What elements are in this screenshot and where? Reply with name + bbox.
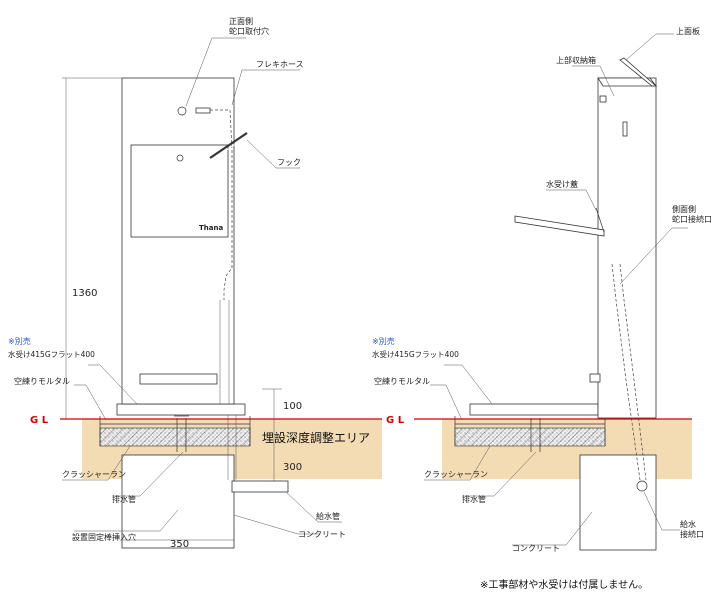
label-gl-right: G L [386, 415, 405, 426]
right-mortar-hatch [455, 428, 605, 446]
label-crusher-run-right: クラッシャーラン [424, 470, 488, 479]
left-face-panel [130, 144, 229, 238]
label-water-tray-left: 水受け415Gフラット400 [8, 349, 95, 359]
right-top-plate-lip [619, 57, 658, 87]
left-hook-inner [211, 134, 250, 161]
label-water-supply-pipe: 給水管 [316, 511, 340, 521]
left-column-body [121, 77, 235, 405]
left-hook [209, 132, 248, 159]
label-upper-storage: 上部収納箱 [556, 55, 596, 65]
leader-drain [112, 451, 184, 497]
label-side-conn-2: 蛇口接続口 [672, 214, 712, 224]
label-water-tray-lid: 水受け蓋 [546, 179, 578, 189]
leader-mortar [74, 384, 107, 421]
right-low-bracket [589, 373, 601, 383]
leader-flex-hose [231, 69, 300, 106]
label-dry-mortar-left: 空練りモルタル [14, 376, 70, 386]
label-burial-depth-area: 埋設深度調整エリア [262, 430, 370, 445]
label-concrete-left: コンクリート [298, 530, 346, 539]
leader-hook [246, 139, 300, 169]
leader-side-conn [619, 227, 688, 285]
brand-logo: Thana [199, 224, 223, 232]
leader-storage [572, 65, 615, 97]
left-view [62, 37, 382, 549]
left-hose-fitting [195, 107, 211, 114]
label-fixing-rod-hole: 設置固定棒挿入穴 [72, 532, 136, 542]
right-water-tray [469, 403, 599, 416]
label-separately-sold-right: ※別売 [372, 336, 395, 346]
right-concrete-block [579, 454, 657, 551]
label-separately-sold-left: ※別売 [8, 336, 31, 346]
label-drain-pipe-left: 排水管 [112, 494, 136, 504]
leader-concrete-right [512, 511, 593, 546]
dim-1360: 1360 [72, 288, 97, 299]
dim-350: 350 [170, 539, 189, 550]
label-dry-mortar-right: 空練りモルタル [374, 376, 430, 386]
right-inner-hose-2 [619, 263, 647, 481]
label-side-conn-1: 側面側 [672, 204, 696, 214]
right-view [424, 33, 692, 551]
leader-crusher [62, 445, 131, 481]
label-drain-pipe-right: 排水管 [462, 494, 486, 504]
leader-fixing-rod [74, 509, 179, 532]
left-panel-hole [176, 154, 184, 162]
label-supply-conn-1: 給水 [680, 519, 696, 529]
label-concrete-right: コンクリート [512, 544, 560, 553]
leader-concrete [233, 514, 320, 535]
left-mortar-hatch [100, 428, 250, 446]
leader-faucet-hole [185, 37, 246, 107]
label-front-faucet-hole-2: 蛇口取付穴 [229, 26, 269, 36]
label-hook: フック [277, 158, 301, 167]
left-flex-hose [210, 109, 233, 300]
leader-mortar-right [430, 384, 463, 421]
label-front-faucet-hole-1: 正面側 [229, 16, 253, 26]
leader-supply-conn [643, 491, 680, 531]
left-faucet-hole [177, 106, 187, 116]
leader-tray-right [444, 364, 493, 405]
label-water-tray-right: 水受け415Gフラット400 [372, 349, 459, 359]
leader-supply [285, 491, 342, 523]
dim-300: 300 [283, 462, 302, 473]
dim-100: 100 [283, 401, 302, 412]
leader-top-plate [625, 33, 674, 61]
right-supply-connector [636, 480, 648, 492]
label-supply-conn-2: 接続口 [680, 529, 704, 539]
right-storage-slot [622, 121, 628, 137]
leader-crusher-right [424, 445, 491, 481]
leader-water-tray [88, 364, 138, 405]
label-gl-left: G L [30, 415, 49, 426]
label-crusher-run-left: クラッシャーラン [62, 470, 126, 479]
left-bottom-slot [139, 373, 218, 385]
label-flexible-hose: フレキホース [256, 60, 304, 69]
left-concrete-block [121, 454, 235, 549]
left-water-supply-pipe [231, 480, 289, 493]
leader-lid [546, 189, 597, 211]
right-water-tray-lid [514, 215, 605, 237]
left-water-tray [116, 403, 246, 416]
right-lid-support [595, 207, 605, 233]
right-storage-notch [599, 95, 607, 103]
label-top-plate: 上面板 [676, 26, 700, 36]
footnote: ※工事部材や水受けは付属しません。 [480, 578, 648, 591]
leader-drain-right [462, 451, 537, 497]
right-inner-hose [611, 263, 641, 481]
